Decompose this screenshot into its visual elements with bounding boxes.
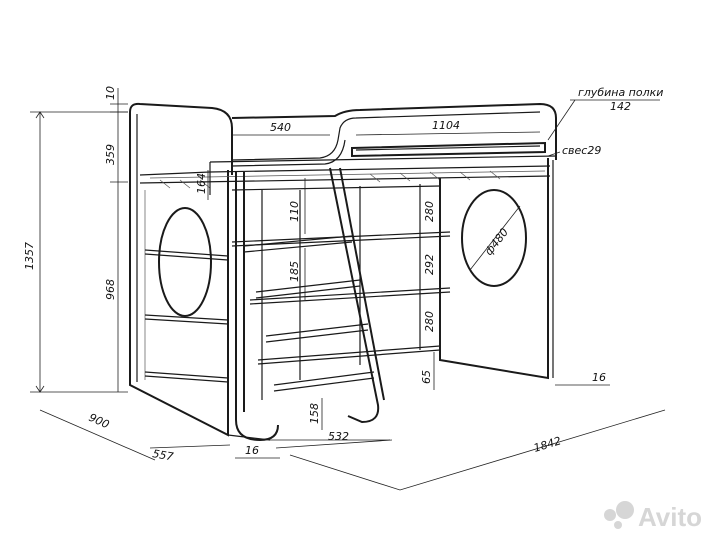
dim-359: 359 (104, 144, 117, 165)
top-shelf (351, 141, 546, 158)
dim-65: 65 (420, 370, 433, 384)
dim-158: 158 (308, 403, 321, 424)
ladder (235, 167, 385, 442)
dim-532: 532 (328, 430, 349, 443)
shelf-depth-value: 142 (610, 100, 631, 113)
dim-164: 164 (195, 173, 208, 194)
left-side-panel (129, 102, 233, 437)
dim-16-left: 16 (245, 444, 259, 457)
dim-110: 110 (288, 201, 301, 222)
overhang-label: свес29 (562, 144, 601, 157)
right-porthole (461, 189, 527, 287)
notes: глубина полки 142 свес29 (562, 86, 663, 157)
base-lines (129, 359, 549, 441)
dim-1104: 1104 (432, 119, 460, 132)
dim-280-bottom: 280 (423, 311, 436, 332)
shelf-unit (231, 184, 451, 400)
dim-540: 540 (270, 121, 291, 134)
watermark-text: Avito (638, 502, 702, 532)
dim-16-right: 16 (592, 371, 606, 384)
dim-557: 557 (151, 447, 174, 463)
top-rail (231, 102, 557, 167)
avito-watermark: Avito (604, 501, 702, 532)
shelf-depth-label: глубина полки (578, 86, 663, 99)
dim-292: 292 (423, 254, 436, 275)
dim-1357: 1357 (23, 242, 36, 270)
dimension-labels: 10 359 1357 968 164 540 1104 110 185 280… (23, 86, 606, 464)
dim-10: 10 (104, 86, 117, 100)
left-porthole (158, 207, 212, 317)
dim-porthole-diameter: ф480 (482, 226, 511, 258)
dim-185: 185 (288, 261, 301, 282)
dim-900: 900 (87, 411, 111, 431)
dim-1842: 1842 (532, 434, 563, 455)
dimension-lines (30, 88, 666, 491)
dim-968: 968 (104, 279, 117, 300)
dim-280-top: 280 (423, 201, 436, 222)
avito-logo-icon (604, 509, 616, 521)
